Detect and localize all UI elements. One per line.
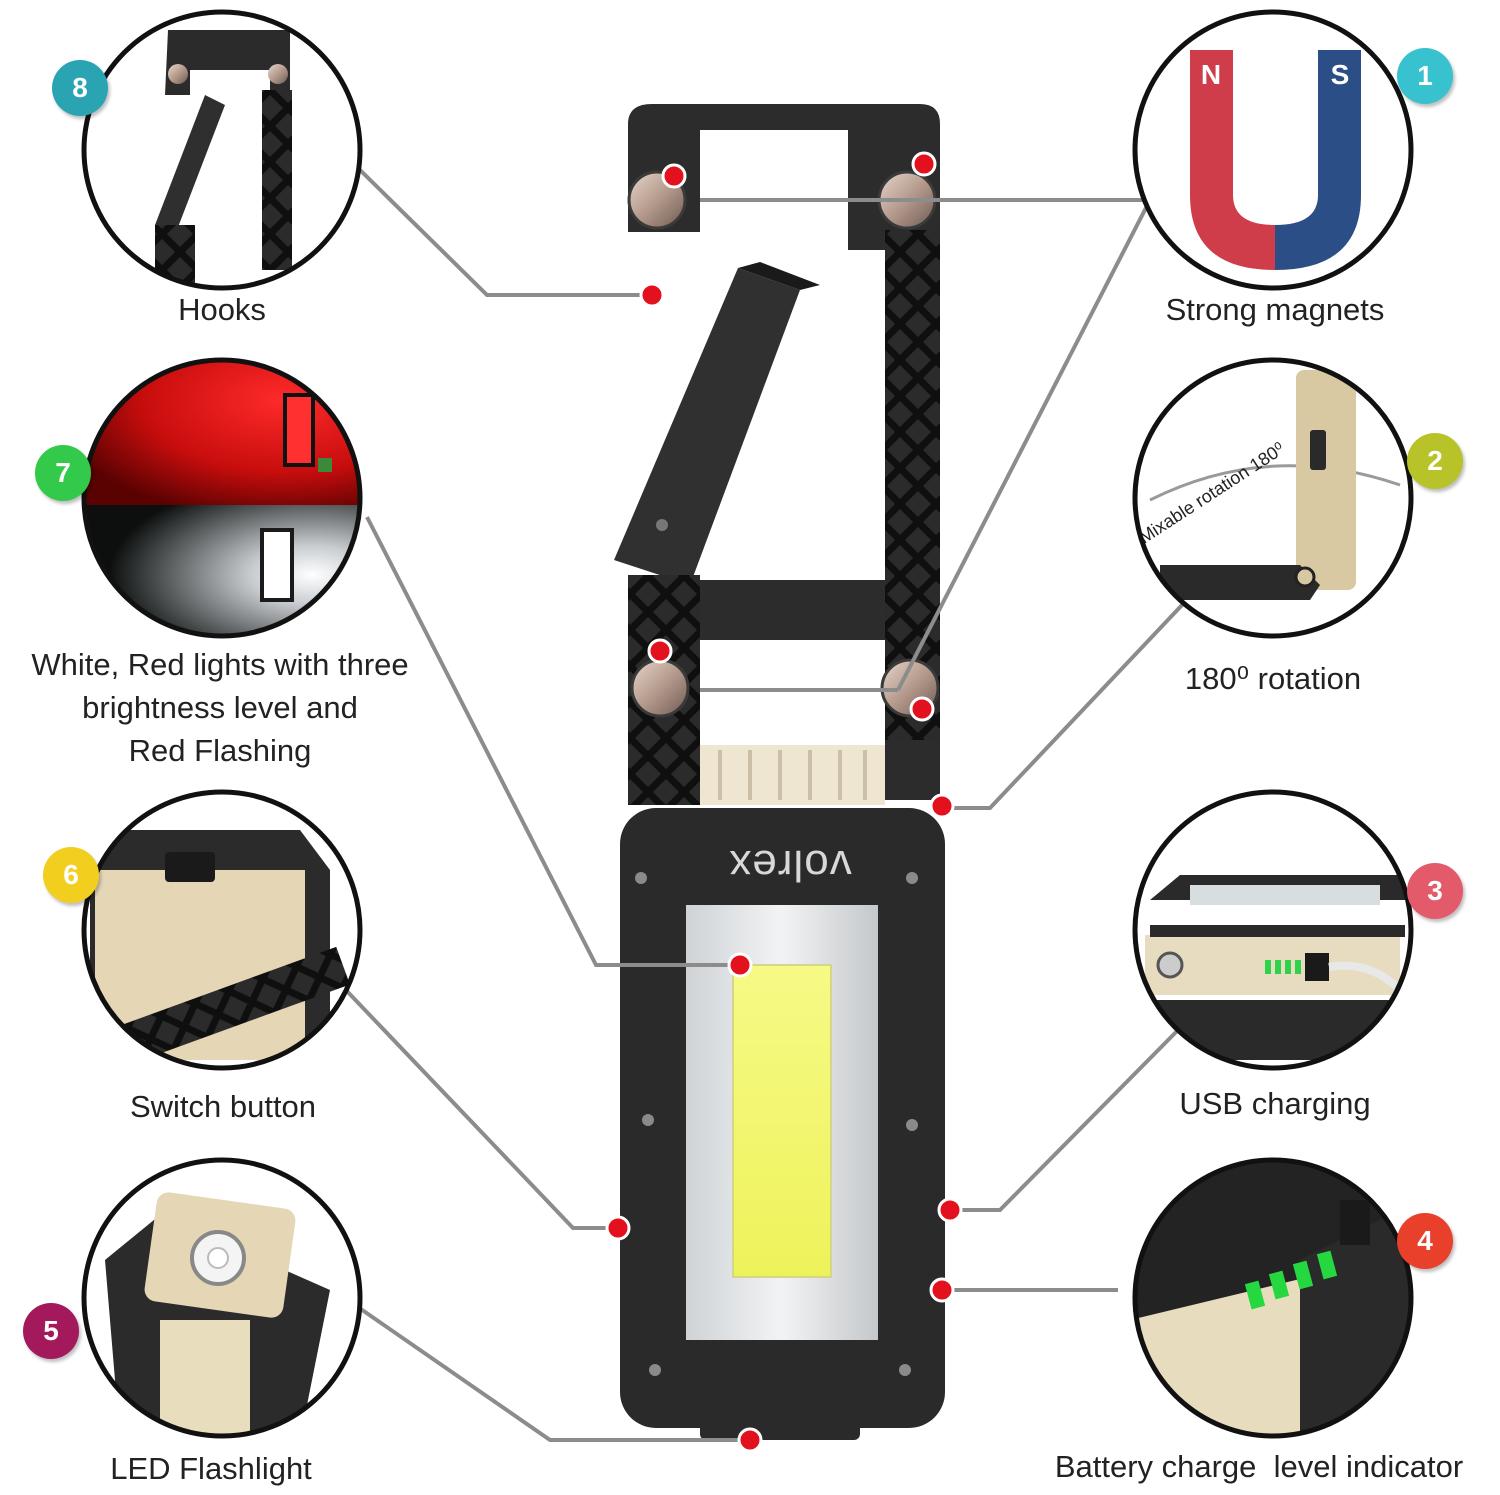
caption-usb-charging: USB charging <box>1179 1086 1371 1121</box>
hook-arm <box>614 262 820 585</box>
leader-switch <box>341 985 618 1230</box>
detail-circle-lights <box>81 357 363 639</box>
caption-hooks: Hooks <box>178 292 266 327</box>
detail-circle-magnets: N S <box>1132 9 1414 291</box>
leader-usb <box>950 1023 1185 1212</box>
leader-rotation <box>945 602 1185 810</box>
pole-south: S <box>1331 59 1350 90</box>
lattice-right <box>885 230 940 740</box>
caption-battery-indicator: Battery charge level indicator <box>1054 1449 1464 1484</box>
badge-2: 2 <box>1407 433 1463 489</box>
hook-opening <box>700 130 848 250</box>
badge-7: 7 <box>35 445 91 501</box>
light-head <box>620 808 945 1440</box>
frame-crossbar <box>700 580 885 640</box>
leader-lines <box>341 166 1185 1442</box>
detail-circle-rotation: Mixable rotation 180⁰ <box>1132 357 1414 639</box>
callout-dot <box>929 1277 955 1303</box>
leader-hooks <box>356 166 652 297</box>
callout-dot <box>737 1427 763 1453</box>
callout-dot <box>909 696 935 722</box>
magnet <box>630 658 690 718</box>
leader-magnets-diag <box>896 199 1152 691</box>
caption-strong-magnets: Strong magnets <box>1165 292 1385 327</box>
detail-circle-flashlight <box>81 1157 363 1439</box>
badge-4: 4 <box>1397 1213 1453 1269</box>
callout-dot <box>937 1197 963 1223</box>
callout-dot <box>929 793 955 819</box>
work-light-product <box>614 104 945 1440</box>
cob-led-panel <box>732 964 832 1278</box>
badge-3: 3 <box>1407 863 1463 919</box>
callout-dot <box>605 1215 631 1241</box>
caption-lights: White, Red lights with three brightness … <box>31 647 409 768</box>
leader-flashlight <box>353 1303 750 1442</box>
caption-switch-button: Switch button <box>129 1089 317 1124</box>
badge-6: 6 <box>43 847 99 903</box>
callout-dot <box>727 952 753 978</box>
callout-dot <box>647 638 673 664</box>
callout-dot <box>661 163 687 189</box>
detail-circle-hooks <box>81 9 363 291</box>
brand-logo: volrex <box>728 841 852 890</box>
detail-circle-switch <box>81 789 363 1071</box>
rotation-hinge <box>700 745 885 805</box>
callout-dot <box>911 151 937 177</box>
detail-circle-usb <box>1132 789 1414 1071</box>
caption-led-flashlight: LED Flashlight <box>110 1451 312 1486</box>
badge-8: 8 <box>52 60 108 116</box>
badge-5: 5 <box>23 1303 79 1359</box>
horseshoe-magnet-icon <box>1190 50 1361 270</box>
leader-lights <box>365 516 740 967</box>
caption-rotation: 180⁰ rotation <box>1184 661 1362 696</box>
detail-circle-battery <box>1132 1157 1414 1439</box>
callout-dots <box>605 151 963 1453</box>
callout-dot <box>639 282 665 308</box>
pole-north: N <box>1201 59 1221 90</box>
badge-1: 1 <box>1397 48 1453 104</box>
